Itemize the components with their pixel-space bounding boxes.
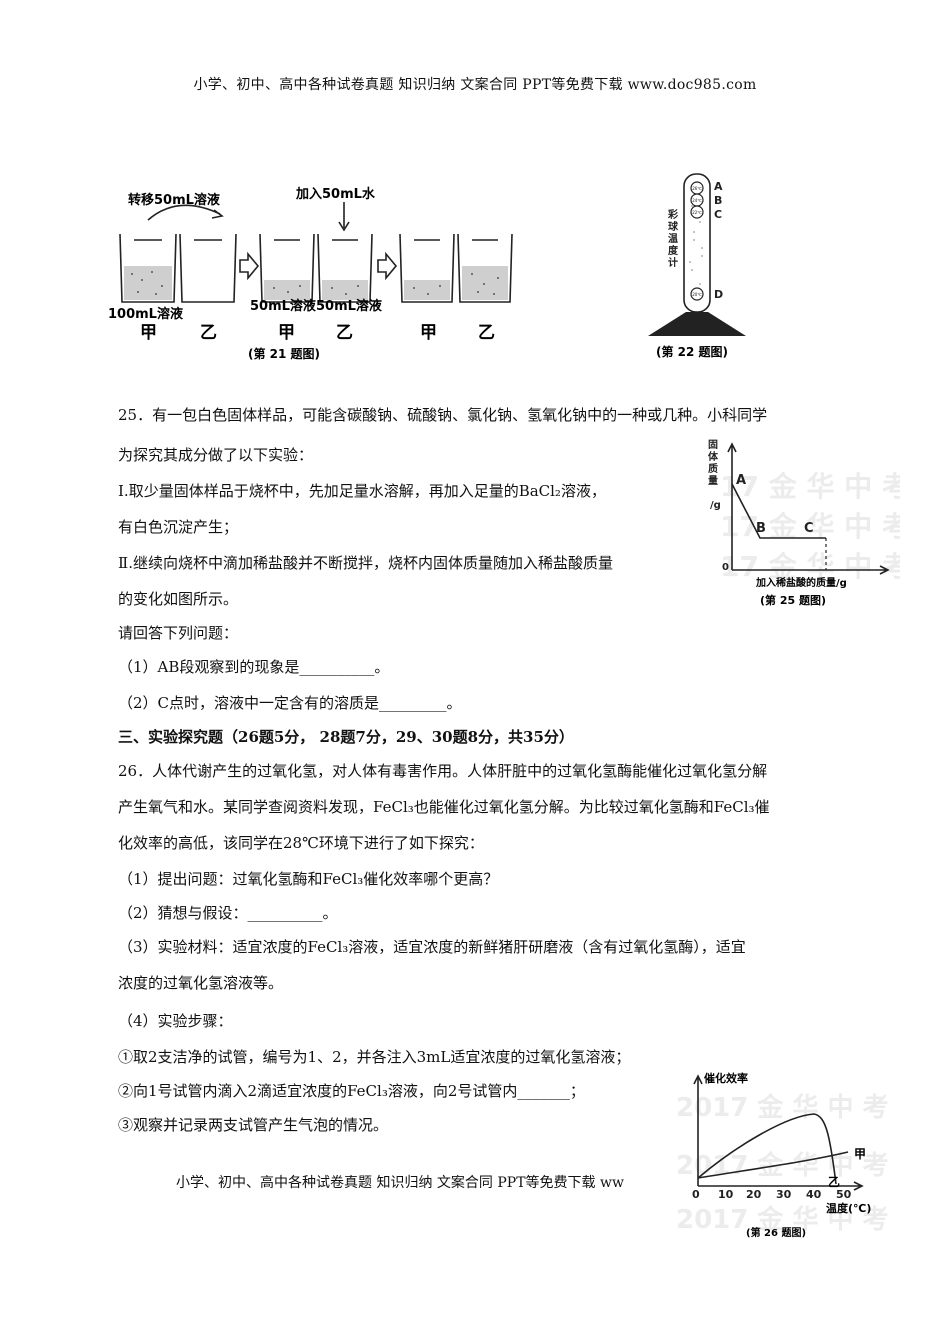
fig22-caption: (第 22 题图) <box>656 344 728 359</box>
fig26-watermark-3: 2017 金 华 中 考 <box>676 1204 889 1235</box>
q26-line-2: 产生氧气和水。某同学查阅资料发现，FeCl₃也能催化过氧化氢分解。为比较过氧化氢… <box>118 798 770 816</box>
fig21-arrow1-label: 转移50mL溶液 <box>128 192 220 208</box>
fig25-caption: (第 25 题图) <box>760 593 826 607</box>
fig25-point-A: A <box>736 473 746 488</box>
fig21-arrow2-label: 加入50mL水 <box>295 186 376 202</box>
q26-line-3: 化效率的高低，该同学在28℃环境下进行了如下探究： <box>118 834 484 852</box>
q26-line-9: ①取2支洁净的试管，编号为1、2，并各注入3mL适宜浓度的过氧化氢溶液； <box>118 1048 631 1066</box>
fig26-y-axis <box>693 1074 703 1186</box>
beaker-yi-3 <box>457 233 513 303</box>
fig22-side-3: 温 <box>668 232 678 245</box>
fig26-x-axis <box>698 1181 864 1191</box>
fig21-vol2: 50mL溶液 <box>250 298 316 314</box>
q26-line-6: （3）实验材料：适宜浓度的FeCl₃溶液，适宜浓度的新鲜猪肝研磨液（含有过氧化氢… <box>118 938 746 956</box>
fig25-watermark-1: 17 金 华 中 考 <box>720 470 900 503</box>
fig25-xlabel: 加入稀盐酸的质量/g <box>755 576 847 589</box>
q25-line-7: 请回答下列问题： <box>118 624 239 642</box>
fig21-yi-3: 乙 <box>478 323 495 343</box>
page-header: 小学、初中、高中各种试卷真题 知识归纳 文案合同 PPT等免费下载 www.do… <box>193 77 757 93</box>
fig25-ylabel-3: 质 <box>708 462 718 475</box>
beaker-jia-1 <box>119 233 177 303</box>
q26-line-8: （4）实验步骤： <box>118 1012 233 1030</box>
fig25-ylabel-1: 固 <box>708 439 718 451</box>
fig22-ball-4: 20℃ <box>692 292 702 297</box>
fig26-series-jia-label: 甲 <box>854 1147 866 1161</box>
fig22-point-B: B <box>714 194 722 207</box>
fig26-tick-0: 0 <box>692 1188 700 1201</box>
fig21-vol1: 100mL溶液 <box>108 306 183 322</box>
figure-25: 17 金 华 中 考 17 金 华 中 考 17 金 华 中 考 固 体 质 量… <box>708 439 900 607</box>
fig22-ball-2: 24℃ <box>692 198 702 203</box>
fig25-point-B: B <box>756 521 766 536</box>
fig26-series-yi-curve <box>697 1113 837 1185</box>
fig25-y-axis <box>727 442 737 570</box>
q25-line-8: （1）AB段观察到的现象是__________。 <box>118 658 390 676</box>
q25-line-9: （2）C点时，溶液中一定含有的溶质是_________。 <box>118 694 462 712</box>
q26-line-10: ②向1号试管内滴入2滴适宜浓度的FeCl₃溶液，向2号试管内_______； <box>118 1082 585 1100</box>
fig25-origin: 0 <box>722 562 729 573</box>
fig26-tick-20: 20 <box>746 1188 762 1201</box>
fig26-watermark-1: 2017 金 华 中 考 <box>676 1092 889 1123</box>
fig21-vol3: 50mL溶液 <box>316 298 382 314</box>
fig26-tick-30: 30 <box>776 1188 792 1201</box>
fig22-side-2: 球 <box>668 220 679 233</box>
fig26-series-yi-label: 乙 <box>828 1175 840 1189</box>
fig22-side-1: 彩 <box>667 208 678 221</box>
q26-line-11: ③观察并记录两支试管产生气泡的情况。 <box>118 1116 389 1134</box>
fig25-x-axis <box>732 565 890 575</box>
fig22-side-5: 计 <box>668 256 678 269</box>
beaker-yi-2 <box>317 233 373 303</box>
fig21-yi-2: 乙 <box>336 323 353 343</box>
fig25-watermark-3: 17 金 华 中 考 <box>720 550 900 583</box>
page-footer: 小学、初中、高中各种试卷真题 知识归纳 文案合同 PPT等免费下载 ww <box>176 1175 624 1191</box>
thermometer-stand <box>648 312 746 336</box>
fig21-yi-1: 乙 <box>200 323 217 343</box>
fig21-jia-1: 甲 <box>140 323 157 343</box>
q25-line-5: Ⅱ.继续向烧杯中滴加稀盐酸并不断搅拌，烧杯内固体质量随加入稀盐酸质量 <box>118 554 613 572</box>
fig26-series-jia-curve <box>697 1151 849 1179</box>
q25-line-6: 的变化如图所示。 <box>118 590 239 608</box>
fig21-jia-3: 甲 <box>420 323 437 343</box>
fig22-ball-3: 22℃ <box>692 210 702 215</box>
q25-line-1: 25．有一包白色固体样品，可能含碳酸钠、硫酸钠、氯化钠、氢氧化钠中的一种或几种。… <box>118 406 768 424</box>
fig22-point-A: A <box>714 180 723 193</box>
fig26-tick-40: 40 <box>806 1188 822 1201</box>
q26-line-5: （2）猜想与假设：__________。 <box>118 904 338 922</box>
figure-26: 2017 金 华 中 考 2017 金 华 中 考 2017 金 华 中 考 催… <box>676 1071 889 1239</box>
fig26-caption: (第 26 题图) <box>746 1226 806 1239</box>
fig25-curve <box>731 483 826 539</box>
fig21-jia-2: 甲 <box>278 323 295 343</box>
fig25-ylabel-2: 体 <box>708 450 719 463</box>
beaker-jia-3 <box>399 233 455 303</box>
fig22-side-4: 度 <box>668 244 679 257</box>
q26-line-7: 浓度的过氧化氢溶液等。 <box>118 974 284 992</box>
fig21-caption: (第 21 题图) <box>248 346 320 361</box>
fig22-point-C: C <box>714 208 722 221</box>
fig26-ylabel: 催化效率 <box>704 1071 748 1085</box>
beaker-yi-1 <box>179 233 237 303</box>
fig25-ylabel-4: 量 <box>708 474 718 487</box>
fig22-ball-1: 26℃ <box>692 186 702 191</box>
fig26-tick-10: 10 <box>718 1188 734 1201</box>
figure-22: 彩 球 温 度 计 26℃ 24℃ 22℃ 20℃ A B C D (第 22 … <box>648 173 746 359</box>
fig22-point-D: D <box>714 288 723 301</box>
q26-line-1: 26．人体代谢产生的过氧化氢，对人体有毒害作用。人体肝脏中的过氧化氢酶能催化过氧… <box>118 762 768 780</box>
q25-line-2: 为探究其成分做了以下实验： <box>118 446 314 464</box>
beaker-jia-2 <box>259 233 315 303</box>
fig26-tick-50: 50 <box>836 1188 852 1201</box>
section-3-title: 三、实验探究题（26题5分， 28题7分，29、30题8分，共35分） <box>118 728 574 746</box>
fig25-point-C: C <box>804 521 814 536</box>
q25-line-4: 有白色沉淀产生； <box>118 518 239 536</box>
fig25-ylabel-5: /g <box>710 500 721 511</box>
figure-21: 转移50mL溶液 加入50mL水 100mL溶液 50mL溶液 50mL溶液 甲… <box>108 186 513 361</box>
q26-line-4: （1）提出问题：过氧化氢酶和FeCl₃催化效率哪个更高？ <box>118 870 499 888</box>
fig26-xlabel: 温度(℃) <box>826 1201 871 1215</box>
q25-line-3: Ⅰ.取少量固体样品于烧杯中，先加足量水溶解，再加入足量的BaCl₂溶液， <box>118 482 606 500</box>
